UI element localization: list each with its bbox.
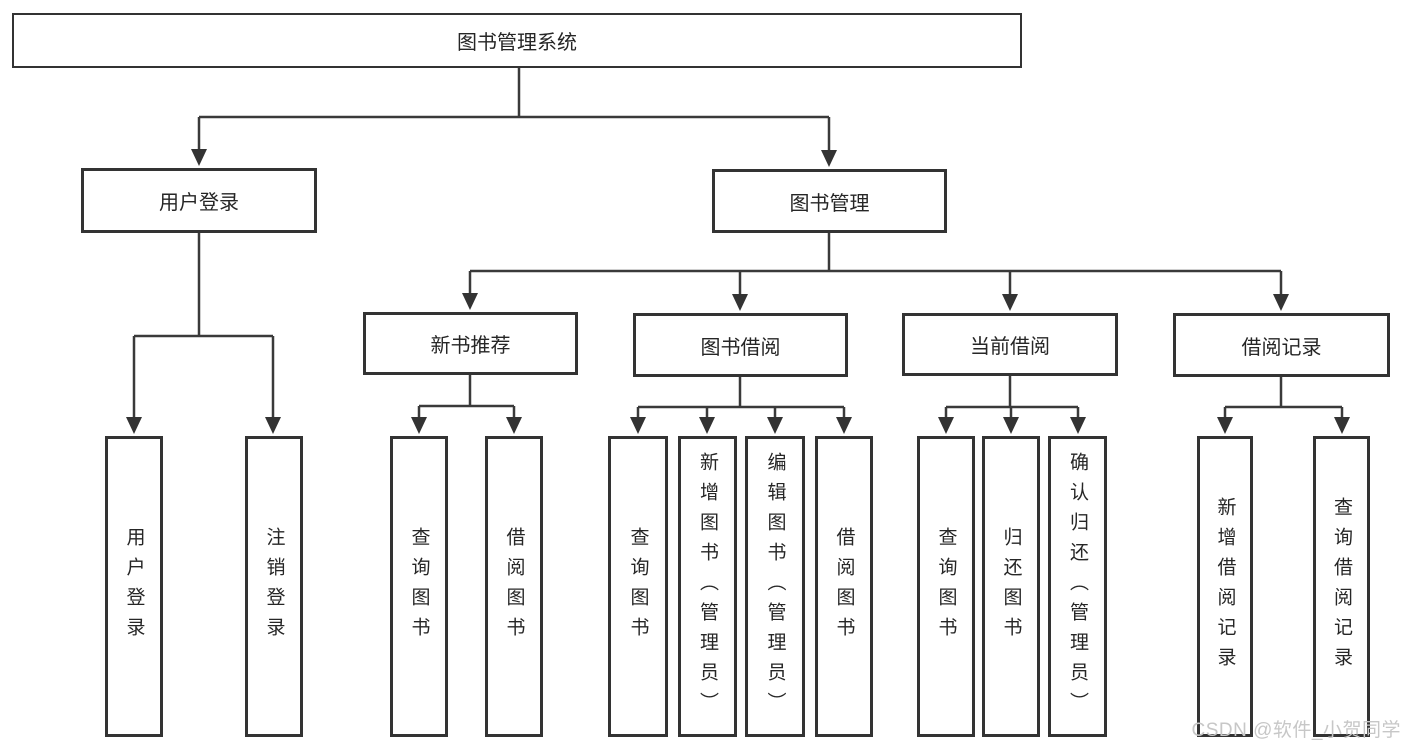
node-label: 图书管理 — [789, 192, 870, 215]
leaf-query-book-borrowing: 查询图书 — [608, 436, 668, 737]
node-label: 归还图书 — [1000, 526, 1022, 647]
node-label: 当前借阅 — [970, 336, 1050, 358]
leaf-borrow-book: 借阅图书 — [815, 436, 873, 737]
node-label: 查询图书 — [627, 526, 649, 647]
node-label: 借阅记录 — [1241, 336, 1322, 359]
node-label: 用户登录 — [123, 526, 145, 647]
node-label: 注销登录 — [263, 526, 285, 647]
node-label: 新书推荐 — [430, 335, 511, 357]
node-current-borrowing: 当前借阅 — [902, 313, 1118, 376]
node-label: 编辑图书（管理员） — [764, 451, 786, 722]
node-label: 新增图书（管理员） — [697, 451, 718, 722]
node-library-management-system: 图书管理系统 — [12, 13, 1022, 68]
node-label: 用户登录 — [159, 192, 239, 214]
node-label: 查询借阅记录 — [1331, 496, 1352, 677]
node-new-book-recommend: 新书推荐 — [363, 312, 578, 375]
leaf-return-book: 归还图书 — [982, 436, 1040, 737]
node-label: 图书借阅 — [700, 336, 781, 359]
leaf-user-login: 用户登录 — [105, 436, 163, 737]
csdn-watermark: CSDN @软件_小贺同学 — [1191, 720, 1401, 741]
node-label: 图书管理系统 — [457, 32, 577, 54]
node-borrowing-records: 借阅记录 — [1173, 313, 1390, 377]
leaf-add-borrow-record: 新增借阅记录 — [1197, 436, 1253, 737]
node-label: 查询图书 — [408, 526, 430, 647]
node-label: 查询图书 — [935, 526, 957, 647]
leaf-query-book-current: 查询图书 — [917, 436, 975, 737]
leaf-add-book-admin: 新增图书（管理员） — [678, 436, 737, 737]
node-book-management: 图书管理 — [712, 169, 947, 233]
leaf-confirm-return-admin: 确认归还（管理员） — [1048, 436, 1107, 737]
leaf-edit-book-admin: 编辑图书（管理员） — [745, 436, 805, 737]
leaf-logout: 注销登录 — [245, 436, 303, 737]
leaf-query-borrow-record: 查询借阅记录 — [1313, 436, 1370, 737]
node-user-login: 用户登录 — [81, 168, 317, 233]
node-label: 新增借阅记录 — [1214, 496, 1236, 677]
node-book-borrowing: 图书借阅 — [633, 313, 848, 377]
leaf-query-book-recommend: 查询图书 — [390, 436, 448, 737]
node-label: 确认归还（管理员） — [1067, 451, 1088, 722]
leaf-borrow-book-recommend: 借阅图书 — [485, 436, 543, 737]
node-label: 借阅图书 — [503, 526, 525, 647]
node-label: 借阅图书 — [833, 526, 855, 647]
